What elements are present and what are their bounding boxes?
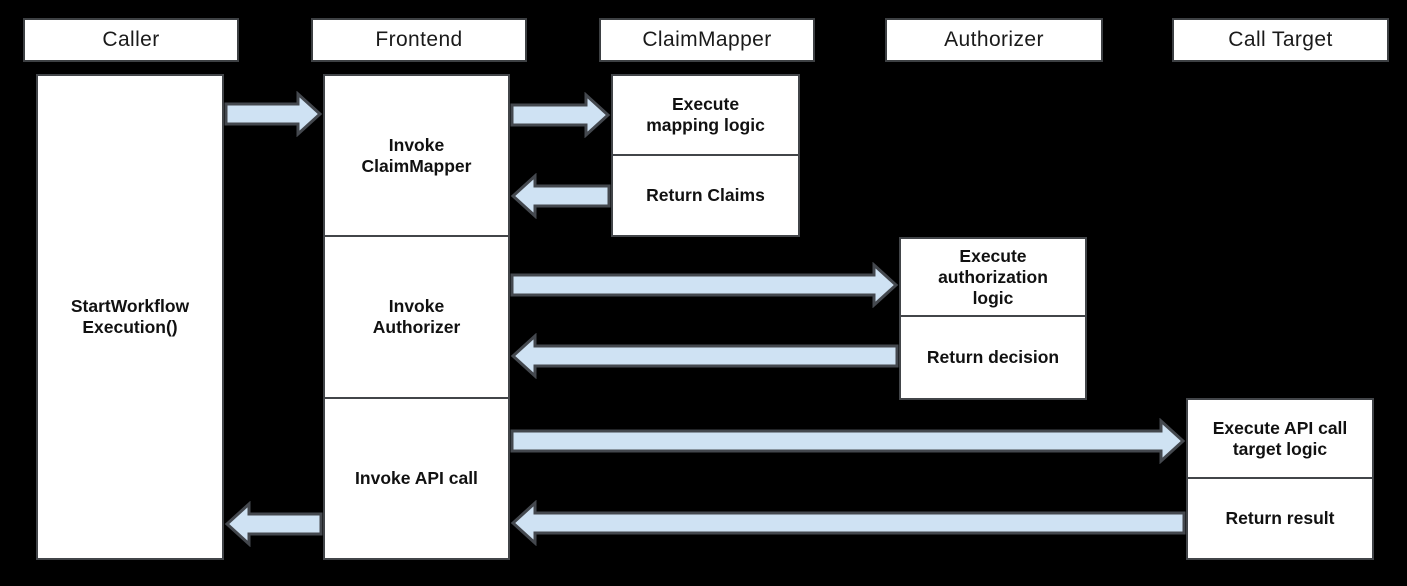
- right-arrow-icon: [224, 91, 323, 137]
- actor-header-frontend: Frontend: [311, 18, 527, 62]
- task-invoke-api-call: Invoke API call: [323, 397, 510, 560]
- arrow-frontend-to-authorizer: [510, 262, 899, 308]
- actor-label: Frontend: [375, 28, 463, 51]
- task-execute-authorization-logic: Execute authorization logic: [899, 237, 1087, 317]
- left-arrow-icon: [510, 173, 611, 219]
- right-arrow-icon: [510, 418, 1186, 464]
- actor-label: ClaimMapper: [642, 28, 772, 51]
- left-arrow-icon: [224, 501, 323, 547]
- actor-header-call-target: Call Target: [1172, 18, 1389, 62]
- arrow-frontend-to-caller: [224, 501, 323, 547]
- arrow-authorizer-to-frontend: [510, 333, 899, 379]
- left-arrow-icon: [510, 333, 899, 379]
- task-execute-api-call-target-logic: Execute API call target logic: [1186, 398, 1374, 479]
- left-arrow-icon: [510, 500, 1186, 546]
- task-return-claims: Return Claims: [611, 154, 800, 237]
- task-start-workflow-execution: StartWorkflow Execution(): [36, 74, 224, 560]
- actor-header-authorizer: Authorizer: [885, 18, 1103, 62]
- task-invoke-claimmapper: Invoke ClaimMapper: [323, 74, 510, 237]
- arrow-frontend-to-claimmapper: [510, 92, 611, 138]
- task-invoke-authorizer: Invoke Authorizer: [323, 235, 510, 399]
- task-execute-mapping-logic: Execute mapping logic: [611, 74, 800, 156]
- right-arrow-icon: [510, 262, 899, 308]
- actor-header-caller: Caller: [23, 18, 239, 62]
- arrow-claimmapper-to-frontend: [510, 173, 611, 219]
- right-arrow-icon: [510, 92, 611, 138]
- actor-label: Authorizer: [944, 28, 1044, 51]
- actor-label: Caller: [102, 28, 160, 51]
- arrow-call-target-to-frontend: [510, 500, 1186, 546]
- task-return-decision: Return decision: [899, 315, 1087, 400]
- arrow-frontend-to-call-target: [510, 418, 1186, 464]
- actor-header-claimmapper: ClaimMapper: [599, 18, 815, 62]
- arrow-caller-to-frontend: [224, 91, 323, 137]
- actor-label: Call Target: [1228, 28, 1333, 51]
- task-return-result: Return result: [1186, 477, 1374, 560]
